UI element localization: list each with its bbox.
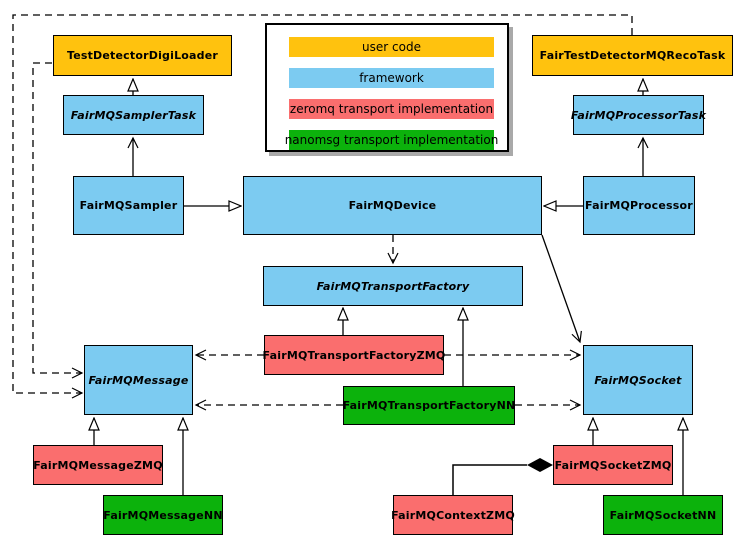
node-fairmq-processor-task: FairMQProcessorTask: [571, 95, 706, 135]
node-fairmq-socket: FairMQSocket: [583, 345, 693, 415]
edge-recotask-to-message: [12, 14, 633, 399]
node-fairmq-socket-nn: FairMQSocketNN: [603, 495, 723, 535]
node-fairmq-transport-factory-nn: FairMQTransportFactoryNN: [343, 386, 515, 425]
edge-digiloader-to-message: [32, 62, 84, 379]
legend: user code framework zeromq transport imp…: [265, 23, 509, 152]
legend-item-zeromq: zeromq transport implementation: [289, 99, 494, 119]
node-fairmq-processor: FairMQProcessor: [583, 176, 695, 235]
node-fairmq-transport-factory: FairMQTransportFactory: [263, 266, 523, 306]
node-fair-test-detector-mq-reco-task: FairTestDetectorMQRecoTask: [532, 35, 733, 76]
legend-item-framework: framework: [289, 68, 494, 88]
node-fairmq-message-nn: FairMQMessageNN: [103, 495, 223, 535]
node-fairmq-device: FairMQDevice: [243, 176, 542, 235]
node-fairmq-sampler: FairMQSampler: [73, 176, 184, 235]
node-test-detector-digi-loader: TestDetectorDigiLoader: [53, 35, 232, 76]
legend-item-user-code: user code: [289, 37, 494, 57]
node-fairmq-message: FairMQMessage: [84, 345, 193, 415]
edge-device-to-socket: [541, 234, 582, 344]
node-fairmq-transport-factory-zmq: FairMQTransportFactoryZMQ: [263, 335, 445, 375]
node-fairmq-message-zmq: FairMQMessageZMQ: [33, 445, 163, 485]
node-fairmq-context-zmq: FairMQContextZMQ: [391, 495, 515, 535]
composition-diamond-icon: [527, 458, 553, 472]
edge-contextzmq-to-socketzmq: [452, 464, 527, 495]
legend-item-nanomsg: nanomsg transport implementation: [285, 130, 498, 150]
node-fairmq-sampler-task: FairMQSamplerTask: [63, 95, 204, 135]
node-fairmq-socket-zmq: FairMQSocketZMQ: [553, 445, 673, 485]
